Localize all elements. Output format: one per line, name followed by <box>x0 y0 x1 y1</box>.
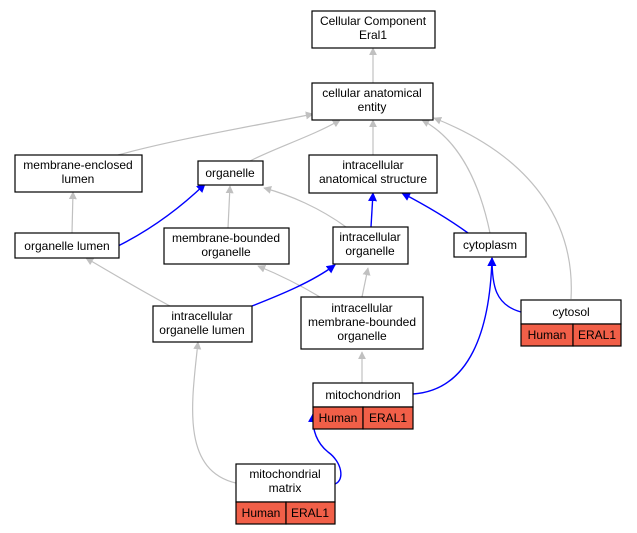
edge-organelle-to-cellular-anatomical-entity <box>249 119 341 162</box>
edge-mitochondrion-part-of-cytoplasm <box>412 257 497 395</box>
edge-intracellular-membrane-bounded-organelle-to-intracellular-organelle <box>361 267 371 298</box>
edge-intracellular-organelle-lumen-part-of-intracellular-organelle <box>251 264 336 307</box>
node-label-line: mitochondrion <box>325 388 400 402</box>
node-mitochondrial-matrix[interactable]: mitochondrial matrix Human ERAL1 <box>235 463 336 525</box>
node-label-line: intracellular <box>171 309 232 323</box>
node-label-line: organelle <box>345 244 395 258</box>
node-organelle[interactable]: organelle <box>197 160 264 186</box>
edge-membrane-bounded-organelle-to-organelle <box>225 185 234 229</box>
node-membrane-enclosed-lumen[interactable]: membrane-enclosed lumen <box>14 154 143 193</box>
node-label-line: intracellular <box>342 158 403 172</box>
node-label-line: organelle lumen <box>159 323 244 337</box>
edge-mitochondrial-matrix-to-intracellular-organelle-lumen <box>192 341 237 484</box>
node-intracellular-anatomical-structure[interactable]: intracellular anatomical structure <box>308 154 438 194</box>
node-intracellular-organelle-lumen[interactable]: intracellular organelle lumen <box>152 305 253 343</box>
edge-organelle-lumen-part-of-organelle <box>117 183 206 247</box>
node-cytoplasm[interactable]: cytoplasm <box>453 232 527 258</box>
badge-gene: ERAL1 <box>369 411 407 425</box>
node-label-line: membrane-bounded <box>172 231 280 245</box>
edge-intracellular-organelle-to-organelle <box>263 186 347 228</box>
edge-organelle-lumen-to-membrane-enclosed-lumen <box>68 191 77 234</box>
node-label-line: organelle lumen <box>24 239 109 253</box>
badge-species: Human <box>242 506 281 520</box>
node-cytosol[interactable]: cytosol Human ERAL1 <box>520 299 622 347</box>
node-label-line: mitochondrial <box>249 467 320 481</box>
node-label-line: membrane-bounded <box>308 315 416 329</box>
node-cellular-anatomical-entity[interactable]: cellular anatomical entity <box>311 82 434 121</box>
node-intracellular-organelle[interactable]: intracellular organelle <box>332 226 409 265</box>
node-label-line: intracellular <box>339 230 400 244</box>
edge-cytoplasm-to-cellular-anatomical-entity <box>421 119 491 234</box>
edge-intracellular-membrane-bounded-organelle-to-membrane-bounded-organelle <box>257 265 321 298</box>
node-label-line: Eral1 <box>359 28 387 42</box>
annotation-badge-cytosol: Human ERAL1 <box>520 323 622 347</box>
nodes: Cellular Component Eral1 cellular anatom… <box>14 10 622 525</box>
node-label-line: cytoplasm <box>463 238 517 252</box>
node-cellular-component-eral1[interactable]: Cellular Component Eral1 <box>311 10 436 49</box>
edge-cytosol-part-of-cytoplasm <box>487 257 522 313</box>
edge-cytoplasm-part-of-intracellular-anatomical-structure <box>401 192 469 234</box>
node-intracellular-membrane-bounded-organelle[interactable]: intracellular membrane-bounded organelle <box>300 296 424 350</box>
edges <box>68 47 572 485</box>
edge-intracellular-organelle-lumen-to-organelle-lumen <box>85 257 171 307</box>
node-label-line: membrane-enclosed <box>23 158 132 172</box>
edge-intracellular-organelle-part-of-intracellular-anatomical-structure <box>368 192 378 228</box>
annotation-badge-mitochondrion: Human ERAL1 <box>312 406 414 430</box>
node-label-line: organelle <box>201 245 251 259</box>
node-organelle-lumen[interactable]: organelle lumen <box>14 232 120 259</box>
annotation-badge-mitochondrial-matrix: Human ERAL1 <box>235 501 336 525</box>
node-membrane-bounded-organelle[interactable]: membrane-bounded organelle <box>163 227 290 265</box>
node-label-line: entity <box>358 100 387 114</box>
edge-membrane-enclosed-lumen-to-cellular-anatomical-entity <box>117 111 314 156</box>
edge-cytosol-to-cellular-anatomical-entity <box>433 116 572 300</box>
node-label-line: Cellular Component <box>320 14 427 28</box>
node-mitochondrion[interactable]: mitochondrion Human ERAL1 <box>312 382 414 430</box>
badge-gene: ERAL1 <box>291 506 329 520</box>
node-label-line: cytosol <box>552 305 589 319</box>
node-label-line: matrix <box>269 481 302 495</box>
node-label-line: organelle <box>205 166 255 180</box>
node-label-line: organelle <box>337 329 387 343</box>
badge-gene: ERAL1 <box>578 328 616 342</box>
node-label-line: lumen <box>62 172 95 186</box>
badge-species: Human <box>528 328 567 342</box>
node-label-line: cellular anatomical <box>322 86 421 100</box>
node-label-line: intracellular <box>331 301 392 315</box>
badge-species: Human <box>319 411 358 425</box>
node-label-line: anatomical structure <box>319 172 427 186</box>
